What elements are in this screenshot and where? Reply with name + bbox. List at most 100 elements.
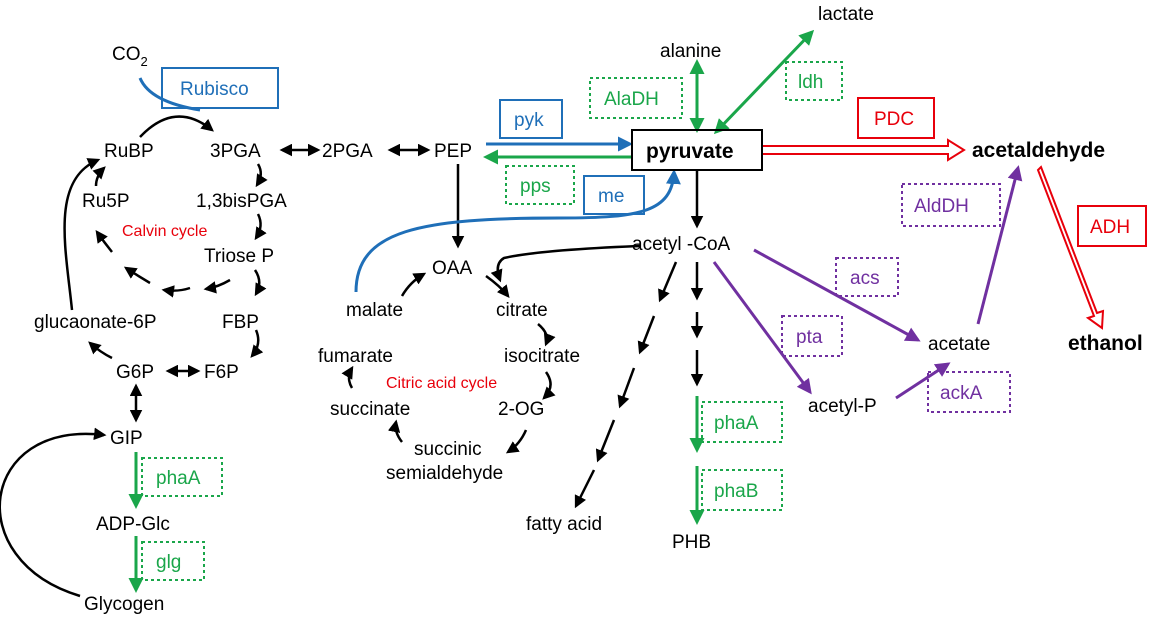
gip-label: GIP — [110, 428, 143, 449]
arrow-succinic-succinate — [387, 419, 403, 443]
arrow-fa-3 — [617, 367, 636, 409]
acs-label: acs — [850, 268, 880, 289]
succinate-label: succinate — [330, 399, 410, 420]
arrow-fa-2 — [637, 315, 656, 355]
acetate-label: acetate — [928, 334, 990, 355]
phab-label: phaB — [714, 481, 758, 502]
ldh-box — [785, 61, 843, 101]
arrow-ru5p-rubp — [92, 166, 106, 187]
glycogen-label: Glycogen — [84, 594, 164, 615]
citrate-label: citrate — [496, 300, 548, 321]
pdc-label: PDC — [874, 109, 914, 130]
acs-box — [835, 257, 899, 297]
phaa-right-label: phaA — [714, 413, 759, 434]
pta-box — [781, 315, 843, 357]
acetaldehyde-label: acetaldehyde — [972, 139, 1105, 162]
me-label: me — [598, 186, 624, 207]
arrow-calvin-3 — [123, 266, 151, 285]
metabolite-labels: CO2 RuBP 3PGA 2PGA PEP pyruvate acetalde… — [34, 4, 1143, 615]
arrow-rubp-3pga — [139, 115, 214, 138]
arrow-pyruvate-acetaldehyde — [761, 138, 966, 162]
arrow-3pga-bispga — [255, 163, 268, 188]
rubisco-box — [161, 67, 279, 109]
arrow-glycogen-gip — [0, 427, 107, 598]
pyk-label: pyk — [514, 110, 544, 131]
adh-label: ADH — [1090, 217, 1130, 238]
semialdehyde-label: semialdehyde — [386, 463, 503, 484]
f6p-label: F6P — [204, 362, 239, 383]
cycle-labels: Calvin cycle Citric acid cycle — [122, 223, 497, 392]
pyruvate-box — [631, 129, 763, 171]
phb-label: PHB — [672, 532, 711, 553]
pep-label: PEP — [434, 141, 472, 162]
2pga-label: 2PGA — [322, 141, 373, 162]
black-arrows — [0, 115, 704, 598]
2og-label: 2-OG — [498, 399, 544, 420]
succinic-label: succinic — [414, 439, 482, 460]
aldh-label: AldDH — [914, 196, 969, 217]
citric-acid-cycle-label: Citric acid cycle — [386, 375, 497, 392]
arrow-lactate-pyruvate — [713, 29, 815, 135]
arrow-calvin-4 — [95, 229, 113, 253]
3pga-label: 3PGA — [210, 141, 261, 162]
pdc-box — [857, 97, 935, 139]
arrow-isocitrate-2og — [542, 371, 556, 400]
phaa-left-box — [141, 457, 223, 497]
arrow-fa-1 — [658, 261, 678, 303]
arrow-oaa-citrate — [485, 274, 510, 298]
pyk-box — [499, 99, 563, 139]
green-arrows — [128, 29, 815, 593]
co2-label: CO2 — [112, 44, 148, 69]
arrow-succinate-fumarate — [341, 365, 354, 389]
adh-box — [1077, 205, 1147, 247]
arrow-gluconate-rubp — [63, 158, 101, 311]
aldh-box — [901, 183, 1001, 227]
pps-box — [505, 165, 575, 205]
arrow-bispga-triose — [254, 213, 267, 241]
arrow-calvin-2 — [161, 285, 191, 298]
phaa-left-label: phaA — [156, 468, 201, 489]
arrow-acetylcoa-citrate — [490, 244, 641, 283]
arrow-triose-fbp — [253, 269, 267, 297]
arrow-calvin-1 — [203, 278, 231, 294]
red-arrows — [761, 138, 1105, 330]
arrow-fa-4 — [595, 419, 616, 463]
glg-label: glg — [156, 552, 181, 573]
alanine-label: alanine — [660, 41, 721, 62]
arrow-g6p-gluconate — [88, 341, 113, 360]
gluconate6p-label: glucaonate-6P — [34, 312, 157, 333]
lactate-label: lactate — [818, 4, 874, 25]
glg-box — [141, 541, 205, 581]
ru5p-label: Ru5P — [82, 191, 130, 212]
ethanol-label: ethanol — [1068, 332, 1143, 355]
me-box — [583, 175, 645, 215]
calvin-cycle-label: Calvin cycle — [122, 223, 207, 240]
aladh-label: AlaDH — [604, 89, 659, 110]
arrow-fa-5 — [574, 469, 596, 509]
malate-label: malate — [346, 300, 403, 321]
arrow-acetylp-acetate — [895, 362, 951, 400]
oaa-label: OAA — [432, 258, 472, 279]
arrow-acetate-acetaldehyde — [976, 165, 1023, 325]
fattyacid-label: fatty acid — [526, 514, 602, 535]
ldh-label: ldh — [798, 72, 823, 93]
acetylcoa-label: acetyl -CoA — [632, 234, 731, 255]
arrow-2og-succinic — [505, 429, 528, 454]
triosep-label: Triose P — [204, 246, 274, 267]
enzyme-labels: Rubisco pyk me pps AlaDH ldh PDC ADH Ald… — [156, 72, 1130, 573]
rubisco-label: Rubisco — [180, 79, 249, 100]
fumarate-label: fumarate — [318, 346, 393, 367]
fbp-label: FBP — [222, 312, 259, 333]
acka-box — [927, 371, 1011, 413]
arrow-malate-oaa — [400, 272, 427, 297]
enzyme-boxes — [141, 61, 1147, 581]
rubp-label: RuBP — [104, 141, 154, 162]
adpglc-label: ADP-Glc — [96, 514, 170, 535]
bispga-label: 1,3bisPGA — [196, 191, 287, 212]
arrow-fbp-f6p — [250, 329, 264, 358]
arrow-malate-pyruvate — [354, 169, 681, 293]
arrow-acetylcoa-acetylp — [712, 261, 812, 395]
acetylp-label: acetyl-P — [808, 396, 877, 417]
pyruvate-label: pyruvate — [646, 140, 734, 163]
